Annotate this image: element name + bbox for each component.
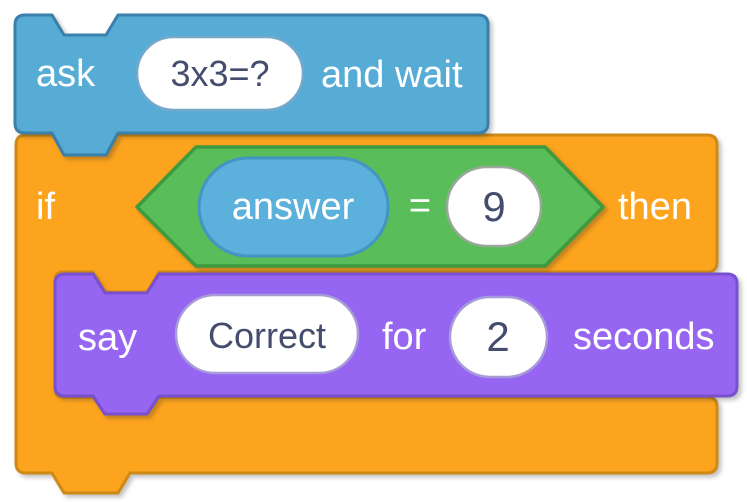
say-duration-input[interactable] [448,295,549,379]
answer-reporter-shape[interactable] [197,156,390,258]
say-block [53,272,739,416]
say-message-input[interactable] [174,293,360,375]
say-block-shape[interactable] [53,272,739,416]
ask-block [13,13,490,157]
ask-question-input[interactable] [135,35,305,112]
equals-right-input[interactable] [445,165,543,248]
equals-operator-block [135,145,605,268]
